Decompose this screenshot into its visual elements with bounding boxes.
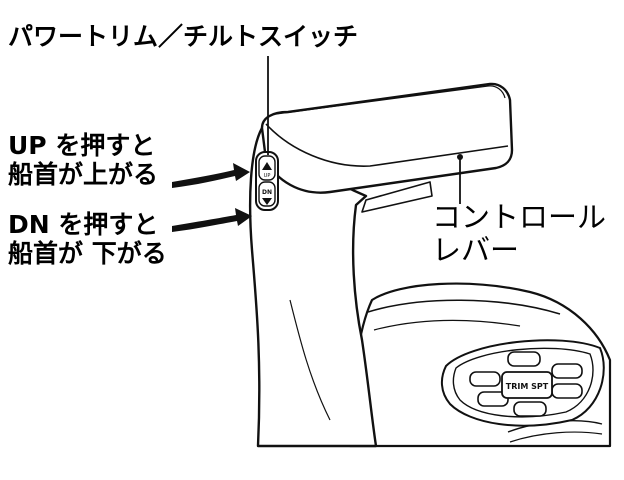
panel-right-button: [551, 363, 583, 379]
up-arrow-icon: [172, 163, 250, 188]
trim-control-panel: TRIM SPT: [440, 339, 605, 427]
panel-lower-left-button: [477, 391, 509, 407]
switch-dn-label: DN: [262, 189, 272, 196]
panel-up-button: [507, 351, 541, 367]
switch-title-label: パワートリム／チルトスイッチ: [8, 22, 359, 51]
down-arrow-icon: [172, 208, 252, 232]
up-instruction-line1: UP を押すと: [8, 131, 156, 160]
trim-tilt-switch: UP DN: [255, 151, 279, 211]
panel-center-label: TRIM SPT: [506, 382, 549, 391]
panel-center-button: [501, 371, 553, 399]
lever-label-leader: [457, 154, 463, 204]
switch-up-label: UP: [264, 173, 271, 179]
panel-left-button: [469, 371, 501, 387]
lever-column: [248, 126, 433, 448]
lever-handle: [260, 82, 514, 194]
up-instruction-line2: 船首が上がる: [8, 160, 159, 189]
control-lever-label-line1: コントロール: [432, 200, 607, 234]
dn-instruction-line2: 船首が 下がる: [8, 239, 167, 268]
control-lever-label-line2: レバー: [432, 233, 520, 267]
dn-instruction-line1: DN を押すと: [8, 210, 159, 239]
panel-down-button: [513, 401, 547, 417]
panel-lower-right-button: [551, 383, 583, 399]
